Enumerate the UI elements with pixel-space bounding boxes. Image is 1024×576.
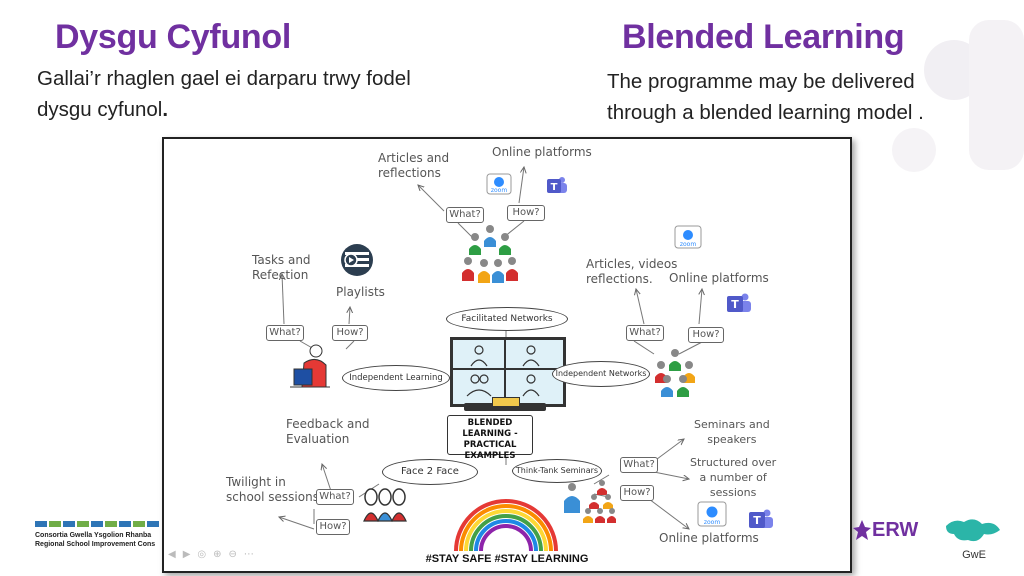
structured-label: Structured over a number of sessions [690, 455, 776, 500]
consortia-color-strip [35, 521, 163, 527]
feedback-label: Feedback and Evaluation [286, 417, 370, 447]
top-what-box: What? [446, 207, 484, 223]
svg-text:T: T [551, 182, 558, 193]
video-call-grid [453, 340, 557, 398]
top-articles-line-2: reflections [378, 166, 441, 180]
welsh-description-line-2: dysgu cyfunol. [37, 98, 169, 121]
blended-learning-diagram: Articles and reflections Online platform… [162, 137, 852, 573]
feedback-line-1: Feedback and [286, 417, 370, 431]
welsh-description-line-1: Gallai’r rhaglen gael ei darparu trwy fo… [37, 67, 411, 90]
center-label-box: BLENDED LEARNING - PRACTICAL EXAMPLES [447, 415, 533, 461]
bottom-right-how-box: How? [620, 485, 654, 501]
structured-line-1: Structured over [690, 456, 777, 469]
independent-learning-oval: Independent Learning [342, 365, 450, 391]
right-how-box: How? [688, 327, 724, 343]
facilitated-networks-oval: Facilitated Networks [446, 307, 568, 331]
right-articles-label: Articles, videos reflections. [586, 257, 677, 287]
face-2-face-oval: Face 2 Face [382, 459, 478, 485]
zoom-icon-bottom: zoom [697, 501, 727, 527]
teams-icon: T [546, 175, 568, 200]
twilight-line-2: school sessions [226, 490, 319, 504]
structured-line-2: a number of [699, 471, 767, 484]
seminars-line-1: Seminars and [694, 418, 770, 431]
svg-text:zoom: zoom [680, 241, 696, 248]
bottom-right-what-box: What? [620, 457, 658, 473]
seminar-people [564, 480, 616, 523]
hashtag-text: #STAY SAFE #STAY LEARNING [425, 553, 589, 565]
welsh-description: Gallai’r rhaglen gael ei darparu trwy fo… [37, 63, 411, 125]
bottom-online-label: Online platforms [659, 531, 759, 545]
left-playlists-label: Playlists [336, 285, 385, 299]
left-how-box: How? [332, 325, 368, 341]
center-label-line-2: PRACTICAL [463, 440, 517, 450]
svg-text:zoom: zoom [491, 187, 507, 194]
english-description-line-1: The programme may be delivered [607, 70, 915, 93]
left-tasks-line-1: Tasks and [252, 253, 311, 267]
consortia-logo: Consortia Gwella Ysgolion Rhanba Regiona… [35, 521, 163, 549]
left-tasks-label: Tasks and Refection [252, 253, 311, 283]
screen-stand [464, 403, 546, 411]
top-how-box: How? [507, 205, 545, 221]
teams-icon-bottom: T [748, 507, 774, 536]
independent-learner-figure [290, 344, 330, 388]
face-to-face-people [363, 488, 407, 522]
think-tank-seminars-oval: Think-Tank Seminars [512, 459, 602, 483]
twilight-line-1: Twilight in [226, 475, 286, 489]
gwe-logo: GwE [944, 516, 1004, 561]
svg-text:zoom: zoom [704, 519, 720, 526]
right-articles-line-1: Articles, videos [586, 257, 678, 271]
erw-logo-text: ERW [872, 518, 919, 541]
bottom-left-what-box: What? [316, 489, 354, 505]
top-online-label: Online platforms [492, 145, 592, 159]
seminars-line-2: speakers [707, 433, 757, 446]
left-what-box: What? [266, 325, 304, 341]
slide-controls[interactable]: ◀▶◎⊕⊖⋯ [168, 549, 261, 560]
seminars-label: Seminars and speakers [694, 417, 770, 447]
top-articles-line-1: Articles and [378, 151, 450, 165]
erw-logo: ERW [852, 518, 918, 542]
twilight-label: Twilight in school sessions [226, 475, 319, 505]
top-articles-label: Articles and reflections [378, 151, 449, 181]
center-label-line-1: BLENDED LEARNING - [462, 418, 518, 439]
english-description: The programme may be delivered through a… [607, 66, 924, 128]
english-title: Blended Learning [622, 18, 905, 56]
welsh-title: Dysgu Cyfunol [55, 18, 291, 56]
right-online-label: Online platforms [669, 271, 769, 285]
playlist-icon [340, 243, 374, 282]
background-decoration [892, 20, 1024, 172]
zoom-icon-right: zoom [674, 225, 702, 249]
independent-networks-oval: Independent Networks [552, 361, 650, 387]
screen-base [492, 397, 520, 407]
feedback-line-2: Evaluation [286, 432, 350, 446]
center-label-line-3: EXAMPLES [464, 451, 516, 461]
svg-text:T: T [731, 298, 739, 311]
right-articles-line-2: reflections. [586, 272, 653, 286]
english-description-line-2: through a blended learning model . [607, 101, 924, 124]
consortia-line-1: Consortia Gwella Ysgolion Rhanba [35, 532, 152, 539]
left-tasks-line-2: Refection [252, 268, 309, 282]
consortia-line-2: Regional School Improvement Cons [35, 541, 156, 548]
svg-text:T: T [753, 514, 761, 527]
gwe-logo-text: GwE [962, 549, 986, 561]
rainbow-icon [454, 499, 558, 552]
independent-networks-people [655, 349, 695, 397]
bottom-left-how-box: How? [316, 519, 350, 535]
teams-icon-right: T [726, 291, 752, 320]
zoom-icon: zoom [486, 173, 512, 195]
facilitated-group-people [462, 225, 518, 283]
right-what-box: What? [626, 325, 664, 341]
structured-line-3: sessions [709, 486, 757, 499]
